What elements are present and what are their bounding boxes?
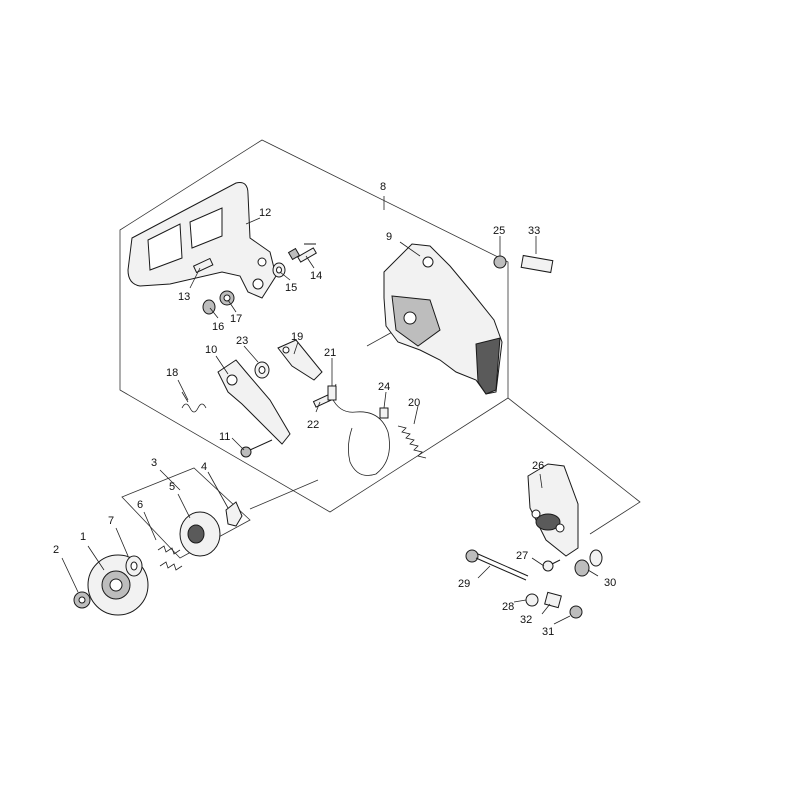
callout-13: 13 (178, 291, 190, 303)
callout-20: 20 (408, 397, 420, 409)
callout-12: 12 (259, 207, 271, 219)
leader-lines (61, 196, 599, 625)
adjuster-32 (544, 591, 562, 609)
callout-29: 29 (458, 578, 470, 590)
callout-9: 9 (386, 231, 392, 243)
callout-8: 8 (380, 181, 386, 193)
nut-28 (525, 593, 539, 607)
callout-5: 5 (169, 481, 175, 493)
callout-6: 6 (137, 499, 143, 511)
callout-32: 32 (520, 614, 532, 626)
guide-plate-frame (507, 397, 641, 535)
callout-33: 33 (528, 225, 540, 237)
callout-17: 17 (230, 313, 242, 325)
callout-30: 30 (604, 577, 616, 589)
callout-15: 15 (285, 282, 297, 294)
callout-19: 19 (291, 331, 303, 343)
callout-25: 25 (493, 225, 505, 237)
callout-23: 23 (236, 335, 248, 347)
callout-22: 22 (307, 419, 319, 431)
callout-labels: 1 2 3 4 5 6 7 8 9 10 11 12 13 14 15 16 1… (53, 181, 616, 638)
collar-23 (254, 361, 270, 379)
callout-28: 28 (502, 601, 514, 613)
callout-10: 10 (205, 344, 217, 356)
screw-27 (542, 559, 561, 572)
spring-20 (397, 425, 427, 459)
callout-1: 1 (80, 531, 86, 543)
callout-18: 18 (166, 367, 178, 379)
callout-27: 27 (516, 550, 528, 562)
pin-13 (192, 257, 214, 274)
clutch-spring-6 (157, 545, 183, 571)
clutch-shoe-5 (179, 511, 221, 557)
screw-11 (240, 439, 273, 458)
callout-24: 24 (378, 381, 390, 393)
washer-7 (125, 555, 143, 577)
nut-17 (219, 290, 235, 306)
callout-26: 26 (532, 460, 544, 472)
callout-14: 14 (310, 270, 322, 282)
clutch-part-4 (225, 501, 243, 527)
adjusting-bolt-29 (465, 549, 529, 581)
clutch-assembly-frame (121, 467, 251, 559)
chain-brake-cover (127, 182, 277, 299)
callout-7: 7 (108, 515, 114, 527)
callout-2: 2 (53, 544, 59, 556)
callout-31: 31 (542, 626, 554, 638)
nut-25 (493, 255, 507, 269)
label-33 (520, 254, 554, 274)
callout-11: 11 (219, 431, 230, 443)
callout-4: 4 (201, 461, 207, 473)
spring-18 (181, 391, 207, 413)
nut-30 (574, 549, 603, 577)
callout-21: 21 (324, 347, 336, 359)
nut-31 (569, 605, 583, 619)
brake-band (327, 383, 390, 476)
callout-3: 3 (151, 457, 157, 469)
bolt-14 (287, 243, 317, 263)
clip-24 (379, 407, 389, 419)
clutch-frame-link (249, 479, 319, 510)
guide-plate-26 (527, 463, 579, 557)
link-19 (277, 339, 323, 381)
needle-bearing-2 (73, 591, 91, 609)
brake-lever (217, 359, 291, 445)
callout-16: 16 (212, 321, 224, 333)
clutch-side-cover (383, 243, 503, 395)
